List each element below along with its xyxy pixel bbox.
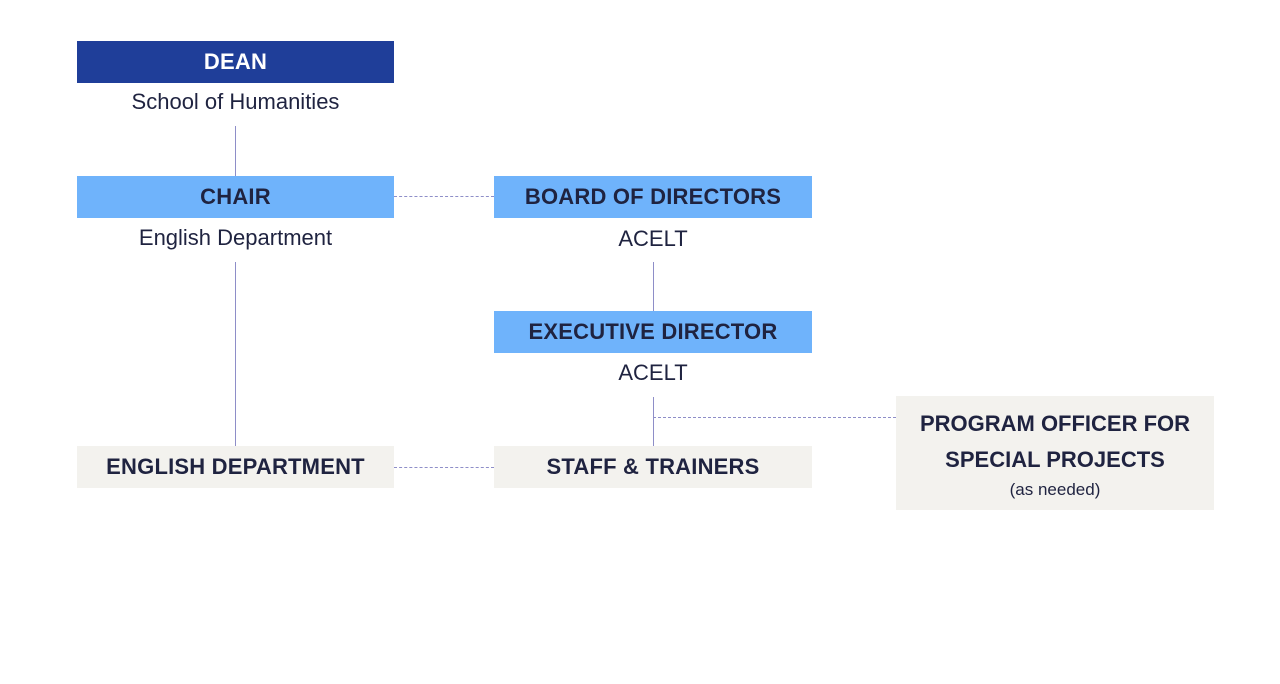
connector-executive-staff [653,397,654,487]
connector-executive-program-officer [653,417,896,418]
chair-box: CHAIR [77,176,394,218]
program-officer-title-line1: PROGRAM OFFICER FOR [919,411,1191,436]
dean-box: DEAN [77,41,394,83]
english-department-box: ENGLISH DEPARTMENT [77,446,394,488]
program-officer-box: PROGRAM OFFICER FOR SPECIAL PROJECTS (as… [896,396,1214,510]
english-department-title: ENGLISH DEPARTMENT [106,454,365,479]
staff-title: STAFF & TRAINERS [546,454,760,479]
connector-dean-chair [235,126,236,176]
executive-title: EXECUTIVE DIRECTOR [528,319,778,344]
connector-chair-board [394,196,494,197]
connector-chair-english-department [235,262,236,446]
chair-title: CHAIR [200,184,271,209]
board-title: BOARD OF DIRECTORS [524,184,782,209]
dean-subtitle: School of Humanities [131,89,340,114]
connector-board-executive [653,262,654,311]
connector-english-department-staff [394,467,494,468]
program-officer-note: (as needed) [1009,480,1101,499]
board-of-directors-box: BOARD OF DIRECTORS [494,176,812,218]
chair-subtitle: English Department [138,225,333,250]
executive-director-box: EXECUTIVE DIRECTOR [494,311,812,353]
board-subtitle: ACELT [618,226,688,251]
program-officer-title-line2: SPECIAL PROJECTS [945,447,1165,472]
executive-subtitle: ACELT [618,360,688,385]
staff-trainers-box: STAFF & TRAINERS [494,446,812,488]
dean-title: DEAN [203,49,268,74]
